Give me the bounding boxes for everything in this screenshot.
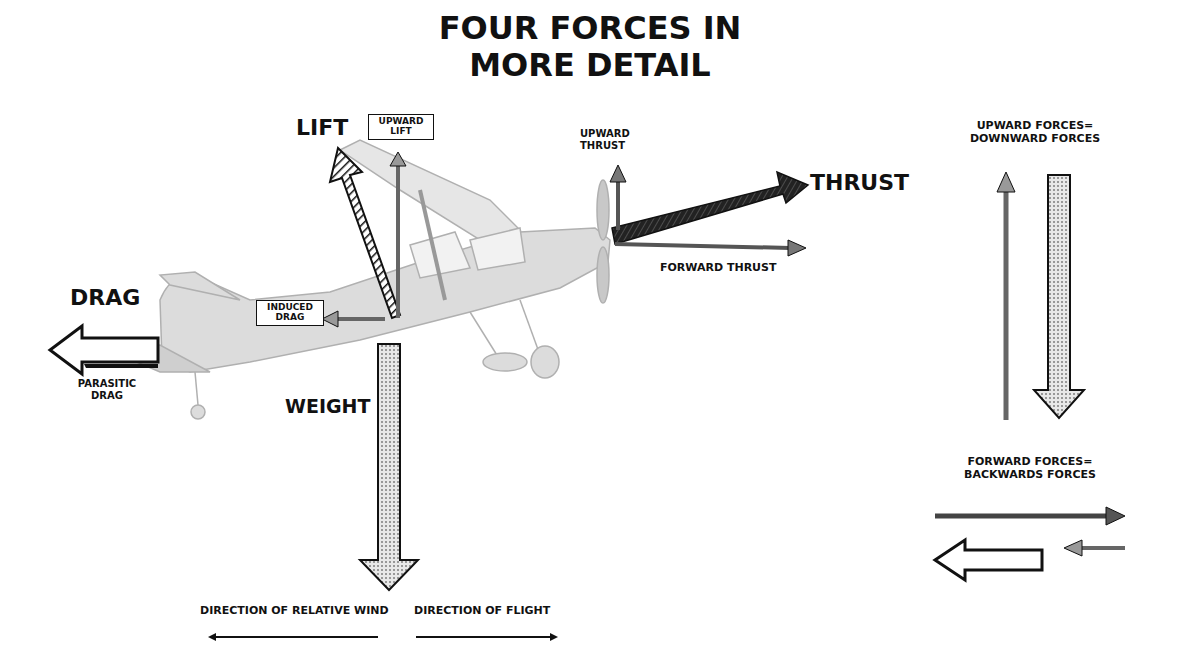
weight-arrow xyxy=(360,344,418,590)
box-text: INDUCED DRAG xyxy=(261,303,319,323)
title: FOUR FORCES IN MORE DETAIL xyxy=(390,10,790,84)
force-label: LIFT xyxy=(296,115,366,140)
force-label: FORWARD THRUST xyxy=(660,262,790,275)
horizontal-balance xyxy=(935,507,1125,580)
lift-arrow xyxy=(322,148,406,327)
thrust-arrows xyxy=(610,165,808,256)
airplane xyxy=(120,140,610,419)
force-label: FORWARD FORCES= BACKWARDS FORCES xyxy=(955,456,1105,481)
callout-box: INDUCED DRAG xyxy=(256,300,324,326)
force-label: DRAG xyxy=(70,285,150,310)
force-label: UPWARD FORCES= DOWNWARD FORCES xyxy=(960,120,1110,145)
callout-box: UPWARD LIFT xyxy=(368,114,434,140)
force-label: WEIGHT xyxy=(285,396,371,418)
vertical-balance xyxy=(997,172,1084,420)
drag-arrow xyxy=(50,326,158,374)
force-label: DIRECTION OF RELATIVE WIND xyxy=(200,605,400,618)
box-text: UPWARD LIFT xyxy=(373,117,429,137)
force-label: PARASITIC DRAG xyxy=(72,378,142,401)
direction-arrows xyxy=(210,636,556,638)
force-label: THRUST xyxy=(810,170,920,195)
force-label: DIRECTION OF FLIGHT xyxy=(414,605,564,618)
force-label: UPWARD THRUST xyxy=(580,128,650,151)
